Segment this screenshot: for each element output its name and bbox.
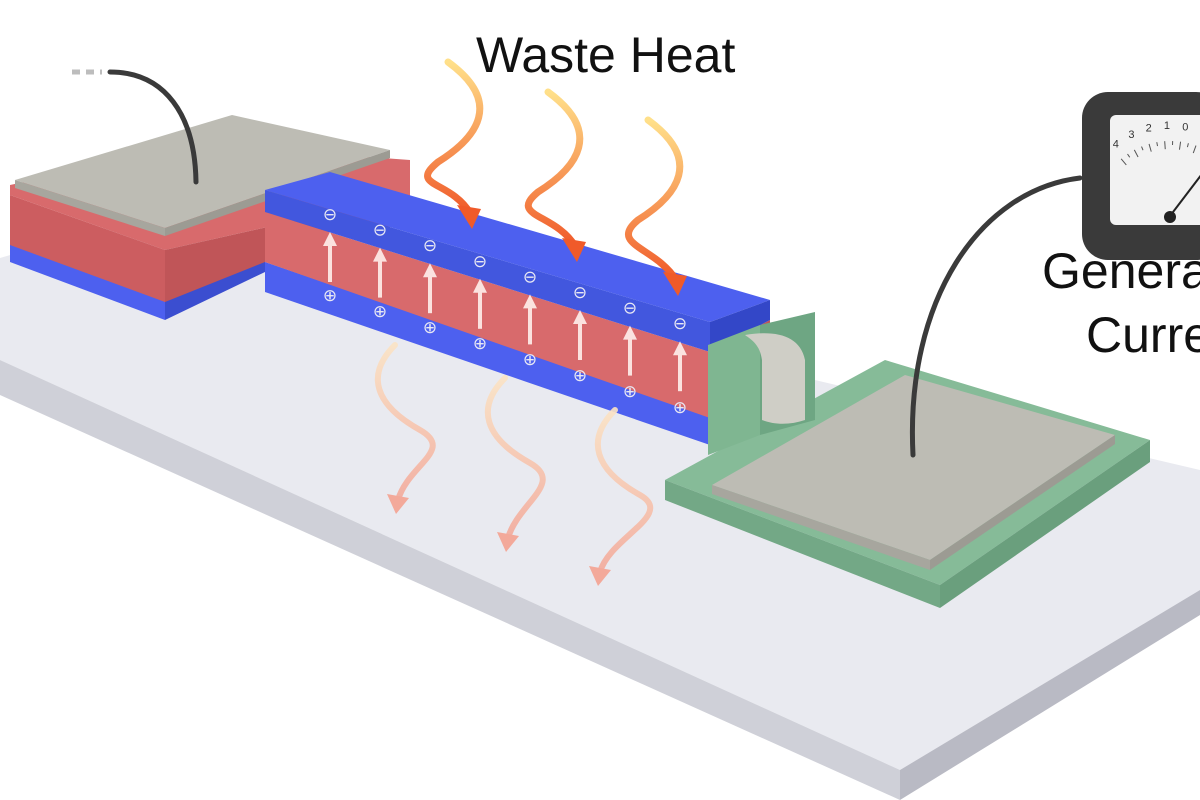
meter-pivot	[1164, 211, 1176, 223]
charge-direction-arrow-head-icon	[523, 294, 537, 309]
charge-direction-arrow-head-icon	[473, 278, 487, 293]
wavy-heat-arrow-icon	[524, 88, 584, 250]
negative-charge-symbol: ⊖	[473, 252, 487, 272]
negative-charge-symbol: ⊖	[623, 299, 637, 319]
n-type-top-layer	[265, 172, 770, 322]
positive-charge-symbol: ⊕	[373, 302, 387, 322]
meter-tick	[1164, 141, 1166, 150]
negative-charge-symbol: ⊖	[323, 205, 337, 225]
wavy-heat-arrow-head-icon	[562, 238, 586, 262]
wavy-heat-arrow-head-icon	[663, 272, 687, 296]
wavy-heat-arrow-icon	[424, 58, 484, 217]
meter-tick	[1141, 146, 1144, 151]
metal-bridge	[745, 333, 805, 424]
heat-out-arrows	[374, 342, 654, 586]
wavy-heat-arrow-icon	[624, 116, 684, 284]
positive-charge-symbol: ⊕	[323, 286, 337, 306]
meter-ticks	[1120, 141, 1197, 166]
left-contact-block	[10, 115, 410, 320]
negative-charge-symbol: ⊖	[423, 236, 437, 256]
meter-scale-number: 0	[1182, 121, 1188, 133]
heat-in-arrows	[424, 58, 687, 296]
charge-direction-arrow-head-icon	[573, 310, 587, 324]
negative-charge-symbol: ⊖	[373, 221, 387, 241]
wavy-heat-dissipation-head-icon	[387, 494, 409, 514]
wavy-heat-dissipation-head-icon	[589, 566, 611, 586]
right-wire	[909, 175, 1083, 458]
positive-charge-symbol: ⊕	[473, 334, 487, 354]
meter-tick	[1127, 153, 1131, 158]
meter-tick	[1120, 158, 1127, 166]
negative-charge-symbol: ⊖	[573, 283, 587, 303]
positive-charge-symbol: ⊕	[623, 382, 637, 402]
charge-direction-arrow-head-icon	[673, 341, 687, 356]
substrate	[0, 220, 1200, 800]
wavy-heat-dissipation-icon	[374, 342, 436, 503]
right-contact	[665, 312, 1150, 608]
meter-tick	[1178, 141, 1182, 150]
wavy-heat-arrow-head-icon	[457, 205, 481, 229]
positive-charge-symbol: ⊕	[673, 398, 687, 418]
meter-scale-number: 1	[1164, 120, 1170, 132]
meter-face	[1110, 115, 1200, 225]
meter-scale-number: 4	[1113, 139, 1119, 151]
ammeter: 4321012	[1082, 92, 1200, 260]
meter-needle	[1169, 174, 1200, 217]
green-side-connector	[708, 325, 760, 455]
generated-current-label-line2: Curre	[1086, 307, 1200, 363]
waste-heat-title: Waste Heat	[476, 27, 736, 83]
negative-charge-symbol: ⊖	[523, 267, 537, 287]
positive-charge-symbol: ⊕	[523, 350, 537, 370]
wavy-heat-dissipation-icon	[484, 375, 546, 541]
meter-tick	[1148, 143, 1152, 152]
positive-charge-symbol: ⊕	[423, 318, 437, 338]
wavy-heat-dissipation-head-icon	[497, 532, 519, 552]
meter-tick	[1156, 142, 1158, 147]
charge-direction-arrow-head-icon	[623, 325, 637, 340]
positive-charge-symbol: ⊕	[573, 366, 587, 386]
p-type-middle-layer	[265, 212, 710, 418]
left-wire	[107, 69, 199, 185]
charge-direction-arrow-head-icon	[323, 232, 337, 246]
meter-tick	[1186, 143, 1189, 148]
meter-tick	[1192, 145, 1197, 154]
generated-current-label-line1: Genera	[1042, 243, 1200, 299]
n-type-bottom-layer	[265, 262, 710, 445]
charge-direction-arrow-head-icon	[373, 247, 387, 262]
left-electrode-pad	[15, 115, 390, 228]
charge-symbols: ⊖ ⊕ ⊖ ⊕ ⊖ ⊕ ⊖ ⊕ ⊖ ⊕ ⊖ ⊕ ⊖ ⊕ ⊖ ⊕	[323, 205, 687, 418]
carrier-arrows	[323, 232, 687, 392]
meter-scale-number: 2	[1146, 123, 1152, 135]
negative-charge-symbol: ⊖	[673, 314, 687, 334]
thermoelectric-leg	[265, 172, 770, 445]
meter-tick	[1133, 149, 1139, 158]
meter-scale-number: 3	[1128, 129, 1134, 141]
right-electrode-pad	[712, 375, 1115, 560]
charge-direction-arrow-head-icon	[423, 263, 437, 278]
wavy-heat-dissipation-icon	[594, 407, 654, 575]
